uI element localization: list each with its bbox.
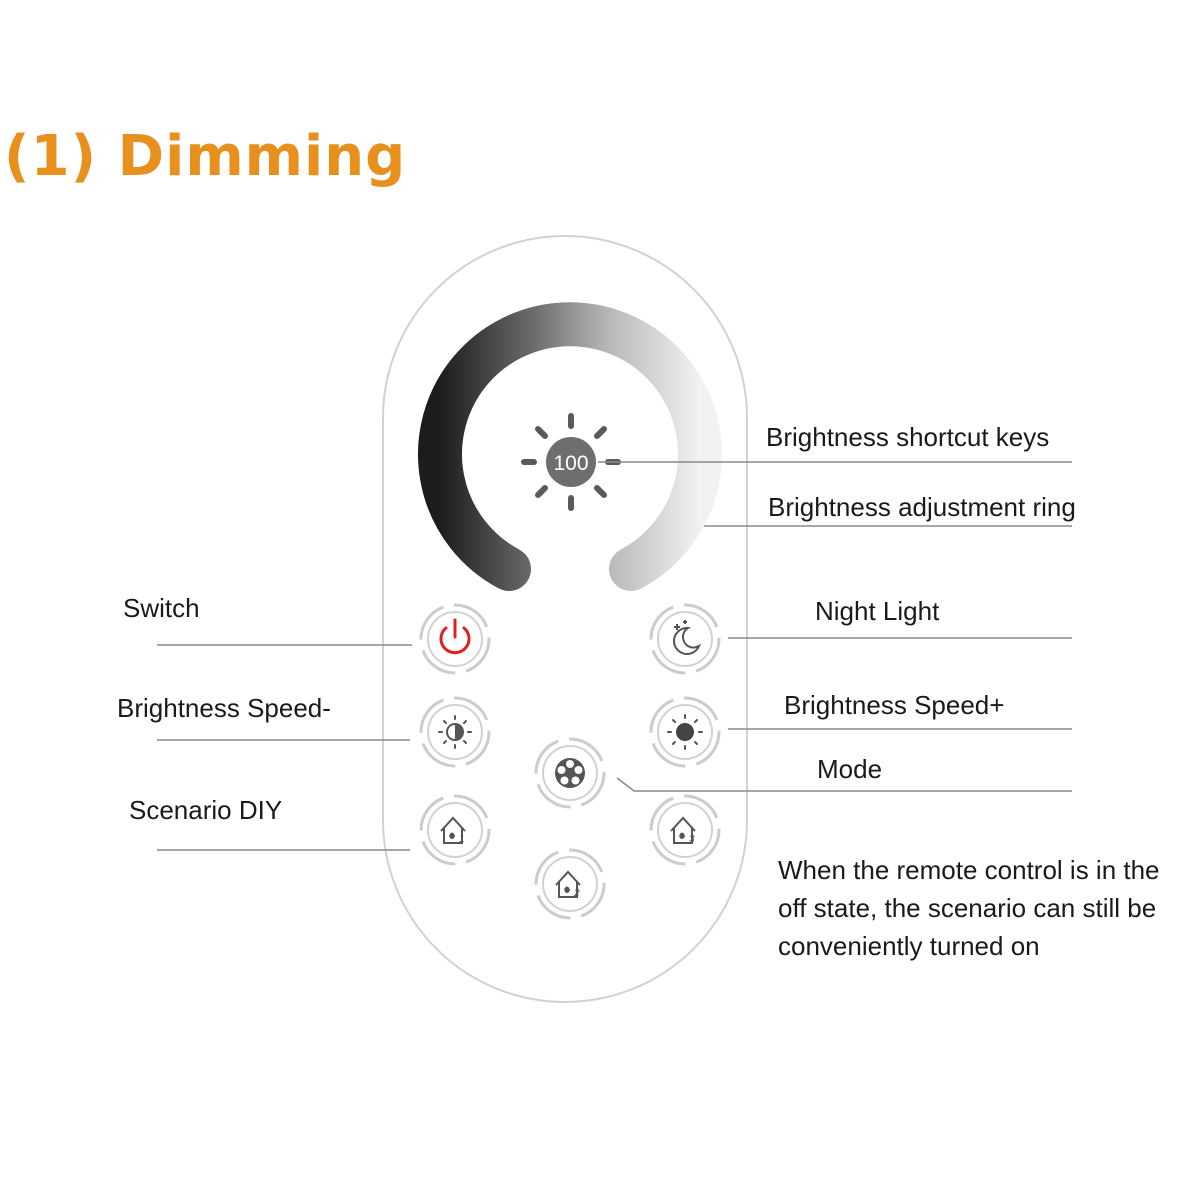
label-night-light: Night Light <box>815 596 940 626</box>
svg-text:2: 2 <box>573 888 580 899</box>
label-switch: Switch <box>123 593 200 623</box>
home-scene-1-icon: 1 <box>440 816 466 845</box>
note-line: conveniently turned on <box>778 931 1040 961</box>
label-brightness-speed-minus: Brightness Speed- <box>117 693 331 723</box>
moon-stars-icon <box>673 620 702 655</box>
brightness-speed-minus-button[interactable] <box>419 696 491 768</box>
svg-text:3: 3 <box>689 834 695 845</box>
sun-icon <box>667 714 703 750</box>
label-mode: Mode <box>817 754 883 784</box>
home-scene-3-icon: 3 <box>670 816 696 845</box>
page-title: (1) Dimming <box>4 124 407 189</box>
scenario-2-button[interactable]: 2 <box>534 848 606 920</box>
svg-text:1: 1 <box>459 834 465 845</box>
brightness-shortcut-key[interactable]: 100 <box>521 413 621 511</box>
label-scenario-diy: Scenario DIY <box>129 795 283 825</box>
home-scene-2-icon: 2 <box>555 870 581 899</box>
half-sun-icon <box>438 715 472 749</box>
scenario-1-button[interactable]: 1 <box>419 794 491 866</box>
mode-button[interactable] <box>534 737 606 809</box>
power-icon <box>439 618 471 655</box>
label-brightness-shortcut-keys: Brightness shortcut keys <box>766 422 1050 452</box>
night-light-button[interactable] <box>649 603 721 675</box>
scenario-3-button[interactable]: 3 <box>649 794 721 866</box>
mode-dots-icon <box>555 758 585 788</box>
label-brightness-speed-plus: Brightness Speed+ <box>784 690 1005 720</box>
brightness-speed-plus-button[interactable] <box>649 696 721 768</box>
label-brightness-adjustment-ring: Brightness adjustment ring <box>768 492 1076 522</box>
brightness-adjustment-ring[interactable] <box>418 302 722 591</box>
leader-line-mode <box>616 777 1072 792</box>
note-line: off state, the scenario can still be <box>778 893 1157 923</box>
scenario-note: When the remote control is in the off st… <box>778 851 1196 965</box>
note-line: When the remote control is in the <box>778 855 1160 885</box>
brightness-value: 100 <box>553 452 588 475</box>
switch-button[interactable] <box>419 603 491 675</box>
